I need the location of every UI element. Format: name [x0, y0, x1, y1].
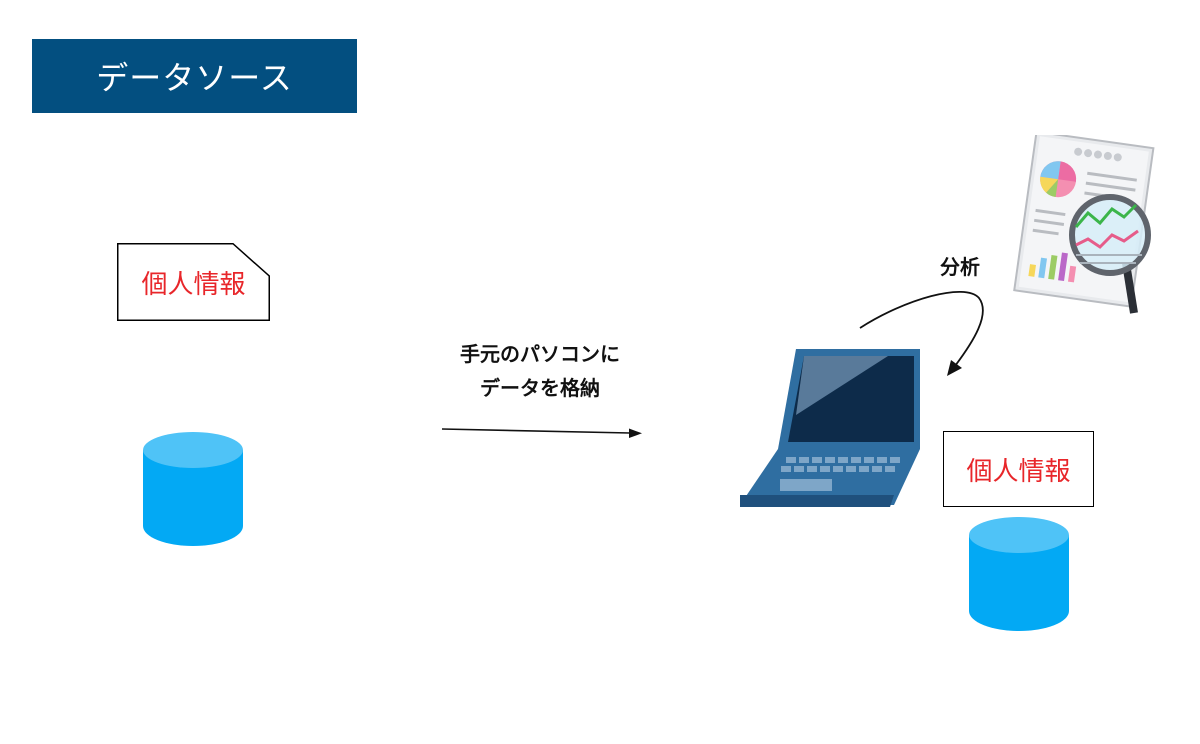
- transfer-caption: 手元のパソコンに データを格納: [430, 337, 650, 405]
- document-shape-icon: [117, 243, 270, 321]
- analysis-caption: 分析: [940, 255, 980, 279]
- source-personal-info-tag: 個人情報: [117, 243, 270, 321]
- report-magnifier-icon: [1013, 135, 1155, 314]
- laptop-icon: [740, 349, 920, 507]
- local-personal-info-label: 個人情報: [966, 456, 1071, 487]
- title-text: データソース: [96, 59, 293, 97]
- analysis-arrow-icon: [859, 290, 984, 376]
- local-database-icon: [969, 517, 1069, 631]
- transfer-caption-line2: データを格納: [480, 376, 600, 400]
- title-banner: データソース: [32, 39, 357, 113]
- transfer-caption-line1: 手元のパソコンに: [460, 342, 620, 366]
- local-personal-info-tag: 個人情報: [943, 431, 1094, 507]
- source-personal-info-label: 個人情報: [141, 269, 246, 300]
- transfer-arrow-icon: [441, 428, 642, 438]
- source-database-icon: [143, 432, 243, 546]
